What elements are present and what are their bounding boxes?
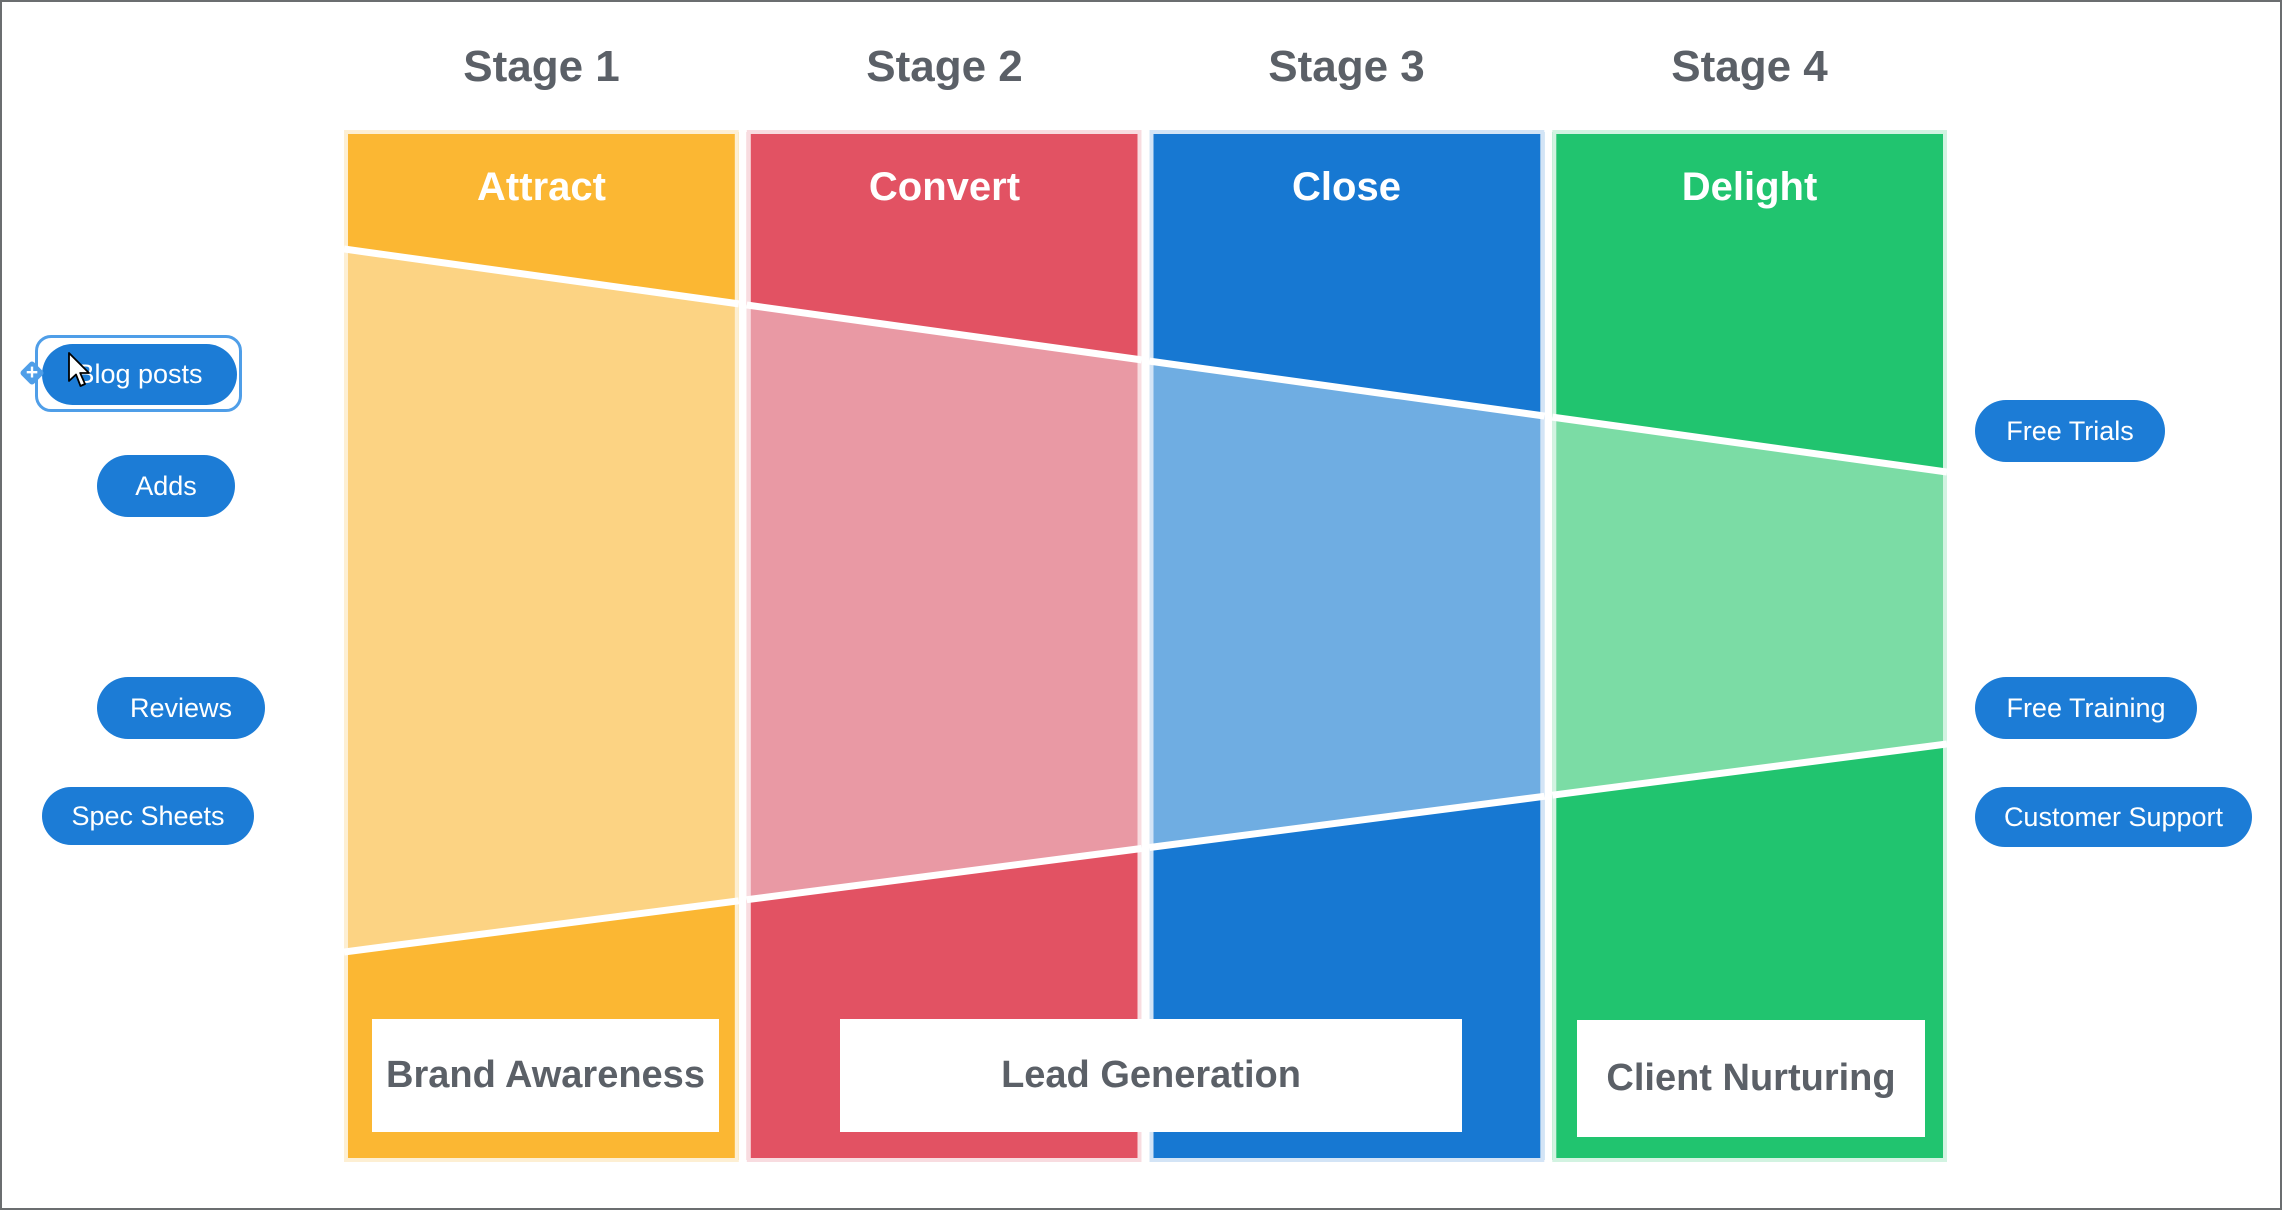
column-halo	[746, 130, 1142, 1162]
tactic-pill-free-training[interactable]: Free Training	[1975, 677, 2197, 739]
funnel-bottom-separator	[1551, 740, 1947, 799]
funnel-bottom-separator	[344, 897, 740, 956]
column-halo	[1149, 130, 1545, 1162]
funnel-column-convert[interactable]	[746, 130, 1142, 1162]
funnel-diagram	[344, 130, 1947, 1162]
tactic-pill-adds[interactable]: Adds	[97, 455, 235, 517]
stage-label-2[interactable]: Stage 2	[866, 42, 1023, 91]
column-header-delight: Delight	[1681, 165, 1818, 209]
label-box-brand-awareness[interactable]: Brand Awareness	[372, 1019, 719, 1132]
label-box-lead-generation[interactable]: Lead Generation	[840, 1019, 1462, 1132]
funnel-top-separator	[746, 301, 1142, 364]
tactic-pill-customer-support[interactable]: Customer Support	[1975, 787, 2252, 847]
column-header-attract: Attract	[477, 165, 606, 209]
tactic-pill-free-trials[interactable]: Free Trials	[1975, 400, 2165, 462]
funnel-bottom-separator	[1149, 792, 1545, 851]
tactic-pill-spec-sheets[interactable]: Spec Sheets	[42, 787, 254, 845]
funnel-top-separator	[344, 245, 740, 308]
stage-label-3[interactable]: Stage 3	[1268, 42, 1425, 91]
funnel-column-close[interactable]	[1149, 130, 1545, 1162]
plus-icon: +	[25, 361, 39, 384]
funnel-column-attract[interactable]	[344, 130, 740, 1162]
column-halo	[1552, 130, 1947, 1162]
stage-label-1[interactable]: Stage 1	[463, 42, 620, 91]
funnel-top-separator	[1149, 357, 1545, 420]
column-halo	[344, 130, 739, 1162]
column-header-convert: Convert	[868, 165, 1021, 209]
tactic-pill-reviews[interactable]: Reviews	[97, 677, 265, 739]
stage-label-4[interactable]: Stage 4	[1671, 42, 1828, 91]
selection-outline[interactable]	[35, 335, 242, 412]
funnel-column-delight[interactable]	[1551, 130, 1947, 1162]
mouse-cursor-icon	[68, 352, 90, 387]
label-box-client-nurturing[interactable]: Client Nurturing	[1577, 1020, 1925, 1137]
funnel-top-separator	[1551, 413, 1947, 476]
funnel-bottom-separator	[746, 845, 1142, 904]
column-header-close: Close	[1292, 165, 1401, 209]
